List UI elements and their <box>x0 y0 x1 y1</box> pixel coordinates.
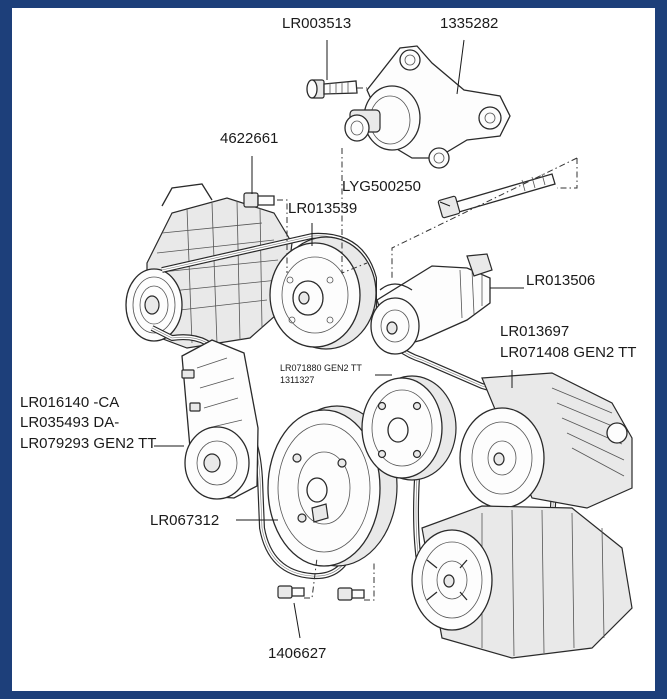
ac-compressor <box>411 505 633 659</box>
bottom-bolts <box>277 585 365 601</box>
callout-tensioner-upper: LR013506 <box>526 272 596 289</box>
middle-idler-pulley <box>361 375 457 481</box>
callout-tensioner-bracket: 1335282 <box>440 15 499 32</box>
callout-belt-gen2-2: 1311327 <box>280 375 315 385</box>
small-bolt <box>243 192 275 208</box>
long-bolt <box>437 173 556 219</box>
leader-lines <box>154 39 524 639</box>
callout-tensioner-lower-1: LR016140 -CA <box>20 394 120 411</box>
compressor-upper <box>459 372 633 509</box>
callout-belt-gen2-1: LR071880 GEN2 TT <box>280 363 362 373</box>
callout-tensioner-lower-3: LR079293 GEN2 TT <box>20 435 157 452</box>
callout-tensioner-lower-2: LR035493 DA- <box>20 414 120 431</box>
top-bolt <box>306 79 358 99</box>
alternator <box>125 183 293 349</box>
crankshaft-pulley <box>267 405 398 567</box>
callout-belt-main-2: LR071408 GEN2 TT <box>500 344 637 361</box>
callout-crank-pulley: LR067312 <box>150 512 220 529</box>
diagram-frame: LR003513 1335282 4622661 LYG500250 LR013… <box>12 8 655 691</box>
callout-bolts-bottom: 1406627 <box>268 645 327 662</box>
callout-small-bolt: 4622661 <box>220 130 279 147</box>
upper-tensioner <box>370 253 493 355</box>
callout-long-bolt: LYG500250 <box>342 178 421 195</box>
assembly-lines <box>277 87 578 601</box>
callout-belt-main-1: LR013697 <box>500 323 570 340</box>
callout-idler-upper: LR013539 <box>288 200 358 217</box>
callout-bolt-top: LR003513 <box>282 15 352 32</box>
upper-idler-pulley <box>269 236 377 350</box>
tensioner-bracket <box>344 45 511 169</box>
belt-drive-diagram <box>125 39 633 659</box>
lower-tensioner <box>181 339 259 500</box>
